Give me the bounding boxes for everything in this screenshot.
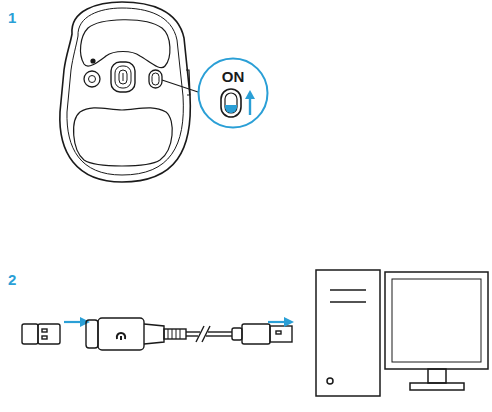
switch-callout: ON: [197, 57, 269, 129]
mouse-underside: [60, 2, 198, 182]
step-number: 2: [8, 272, 16, 287]
switch-state-label: ON: [197, 69, 269, 84]
step-number: 1: [8, 10, 16, 25]
computer: [316, 270, 488, 396]
receiver-and-cable: [22, 317, 294, 350]
callout-circle: [197, 57, 269, 129]
